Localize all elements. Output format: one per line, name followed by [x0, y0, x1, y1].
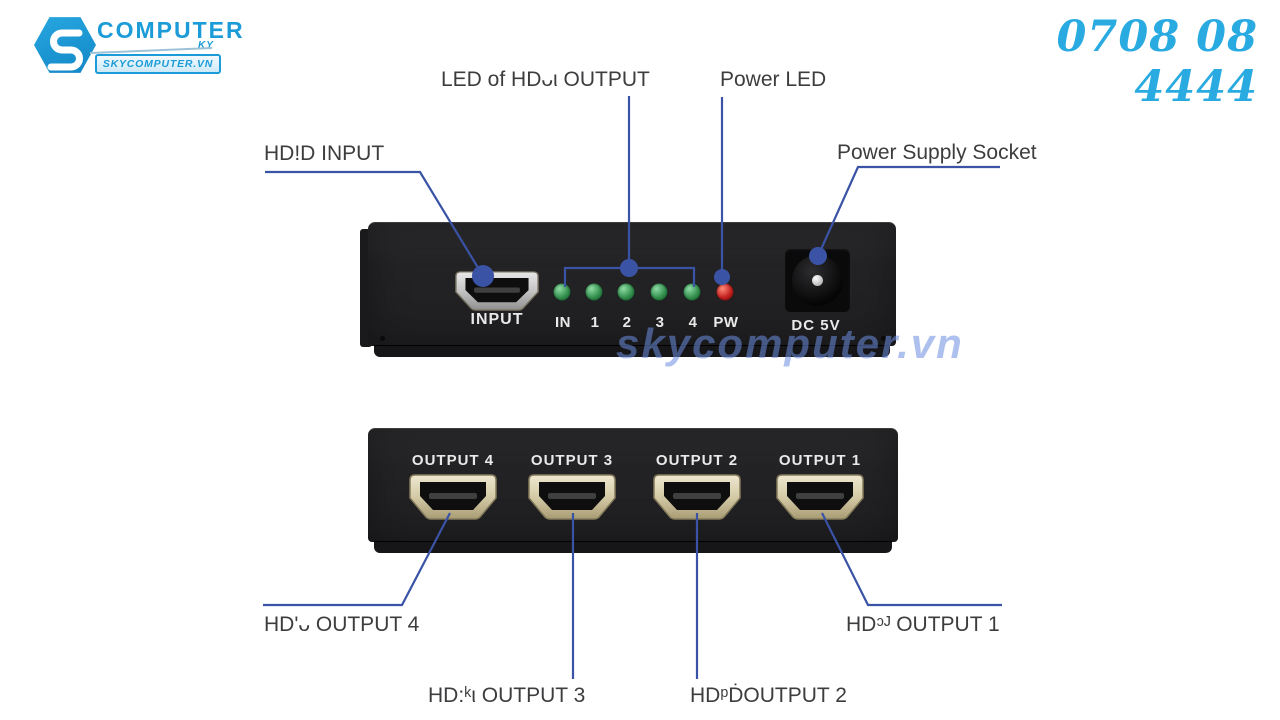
hdmi-input-port — [455, 271, 539, 311]
hdmi-output-port-3 — [528, 474, 616, 520]
output3-port-label: OUTPUT 3 — [530, 452, 614, 469]
led-power — [716, 283, 734, 301]
led-label-1: 1 — [590, 314, 600, 331]
led-3 — [650, 283, 668, 301]
led-label-3: 3 — [655, 314, 665, 331]
dc-pin — [812, 275, 823, 286]
logo-s-icon — [47, 29, 83, 71]
logo-tag-text: KY — [198, 40, 214, 51]
callout-hdmi-input: HD!D INPUT — [264, 142, 385, 165]
watermark-text: skycomputer.vn — [616, 320, 964, 367]
led-label-pw: PW — [713, 314, 739, 331]
screw-hole-right — [881, 336, 886, 341]
logo-hexagon — [34, 17, 96, 73]
callout-led-output: LED of HDᴗι OUTPUT — [441, 68, 650, 91]
led-label-in: IN — [555, 314, 571, 331]
phone-number: 0708 08 4444 — [1056, 12, 1258, 112]
logo-brand-text: COMPUTER — [97, 17, 245, 43]
dc-label: DC 5V — [791, 317, 841, 334]
input-port-label: INPUT — [470, 311, 524, 328]
device-top-base — [374, 345, 890, 357]
callout-power-socket: Power Supply Socket — [837, 141, 1037, 164]
callout-output3: HD:ᵏι OUTPUT 3 — [428, 684, 586, 707]
callout-output4: HD'ᴗ OUTPUT 4 — [264, 613, 420, 636]
callout-power-led: Power LED — [720, 68, 827, 91]
device-bottom-base — [374, 541, 892, 553]
hdmi-output-port-4 — [409, 474, 497, 520]
led-label-2: 2 — [622, 314, 632, 331]
output1-port-label: OUTPUT 1 — [778, 452, 862, 469]
dc-power-socket — [785, 249, 850, 312]
output4-port-label: OUTPUT 4 — [411, 452, 495, 469]
logo-swoosh-line — [89, 47, 213, 54]
hdmi-output-port-1 — [776, 474, 864, 520]
led-4 — [683, 283, 701, 301]
screw-hole-left — [380, 336, 385, 341]
led-label-4: 4 — [688, 314, 698, 331]
led-2 — [617, 283, 635, 301]
output2-port-label: OUTPUT 2 — [655, 452, 739, 469]
hdmi-output-port-2 — [653, 474, 741, 520]
led-in — [553, 283, 571, 301]
callout-output1: HDᵓᴶ OUTPUT 1 — [846, 613, 1000, 636]
callout-output2: HDᵖḊOUTPUT 2 — [690, 684, 847, 707]
led-1 — [585, 283, 603, 301]
logo-subtitle: SKYCOMPUTER.VN — [95, 54, 221, 74]
